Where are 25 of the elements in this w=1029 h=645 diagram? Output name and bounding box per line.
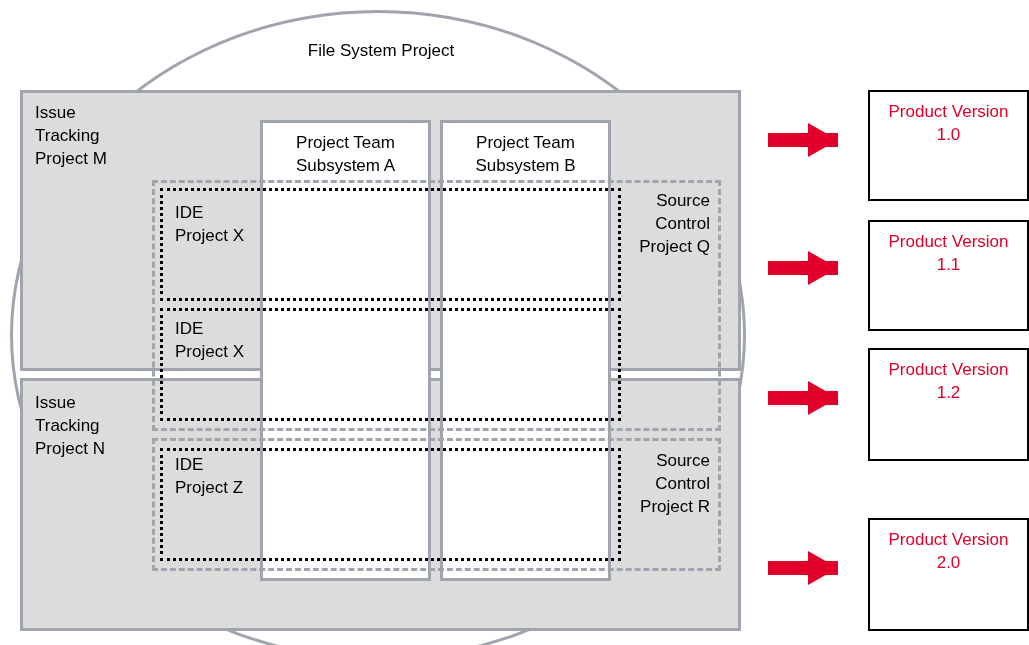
node-label: Issue Tracking Project M [35,102,108,170]
dashed-frame [152,438,721,571]
arrow [768,551,838,585]
node-label: IDE Project X [175,318,245,363]
node-label: Project Team Subsystem B [474,132,577,177]
version-box [868,90,1029,201]
node-label: IDE Project X [175,202,245,247]
node-label: Product Version 1.2 [887,359,1010,404]
dotted-frame [160,448,621,561]
node-label: Product Version 2.0 [887,529,1010,574]
arrow [768,381,838,415]
node-label: IDE Project Z [175,454,245,499]
version-box [868,348,1029,461]
arrow [768,251,838,285]
arrow [768,123,838,157]
node-label: Product Version 1.1 [887,231,1010,276]
node-label: Project Team Subsystem A [294,132,397,177]
node-label: Source Control Project R [639,450,710,518]
dotted-frame [160,188,621,301]
node-label: Source Control Project Q [638,190,710,258]
node-label: Product Version 1.0 [887,101,1010,146]
node-label: Issue Tracking Project N [35,392,106,460]
version-box [868,518,1029,631]
node-label: File System Project [306,40,456,62]
version-box [868,220,1029,331]
